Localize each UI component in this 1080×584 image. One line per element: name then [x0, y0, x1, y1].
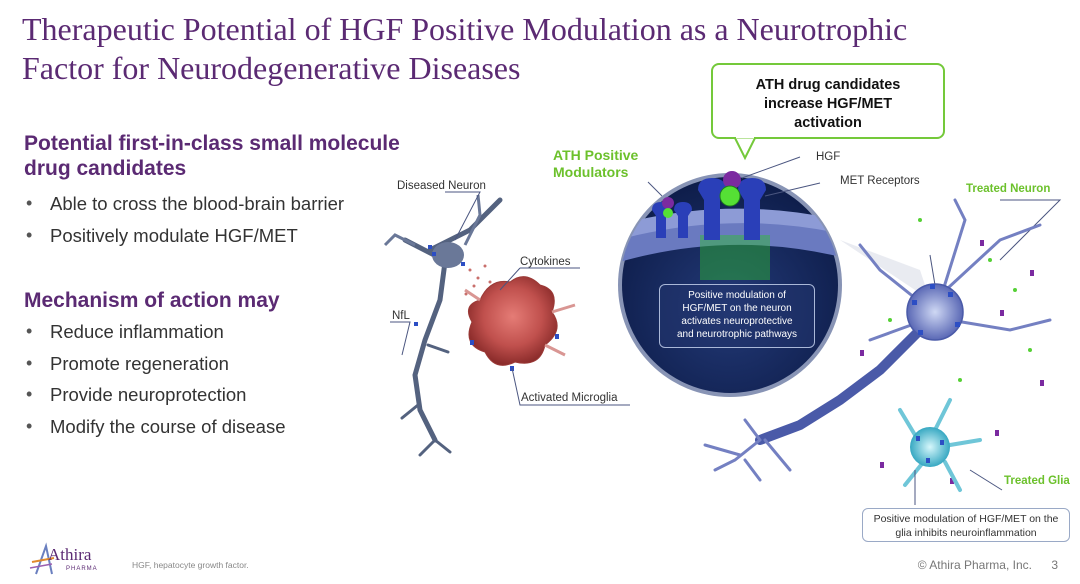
athira-logo-icon	[29, 542, 55, 575]
leader-lines-left	[390, 191, 630, 406]
slide-title-line2: Factor for Neurodegenerative Diseases	[22, 50, 521, 86]
bullet-item: Promote regeneration	[24, 348, 286, 380]
met-receptors-graphic	[652, 171, 766, 240]
section2-bullet-list: Reduce inflammation Promote regeneration…	[24, 316, 286, 442]
inner-box-line4: and neurotrophic pathways	[676, 329, 798, 340]
inner-box-line1: Positive modulation of	[688, 290, 786, 301]
label-diseased-neuron: Diseased Neuron	[397, 180, 486, 192]
callout-line2: increase HGF/MET	[763, 96, 893, 112]
bullet-item: Reduce inflammation	[24, 316, 286, 348]
bullet-item: Positively modulate HGF/MET	[24, 220, 344, 252]
page-number: 3	[1051, 558, 1058, 572]
label-treated-glia: Treated Glia	[1004, 475, 1070, 487]
leader-lines-top	[647, 156, 1062, 491]
section1-bullet-list: Able to cross the blood-brain barrier Po…	[24, 188, 344, 251]
neuron-modulation-box: Positive modulation of HGF/MET on the ne…	[659, 284, 815, 348]
slide-title: Therapeutic Potential of HGF Positive Mo…	[22, 10, 1022, 88]
label-nfl: NfL	[392, 310, 410, 322]
logo-subtitle: PHARMA	[66, 566, 98, 572]
callout-line1: ATH drug candidates	[755, 77, 901, 93]
treated-glia-graphic	[898, 398, 982, 492]
logo-name: Athira	[48, 545, 92, 564]
bullet-item: Able to cross the blood-brain barrier	[24, 188, 344, 220]
section2-heading: Mechanism of action may	[24, 289, 280, 312]
bullet-item: Provide neuroprotection	[24, 379, 286, 411]
glia-modulation-box: Positive modulation of HGF/MET on the gl…	[862, 508, 1070, 542]
callout-ath-drug-candidates: ATH drug candidates increase HGF/MET act…	[711, 63, 945, 139]
copyright: © Athira Pharma, Inc.	[917, 558, 1032, 572]
label-activated-microglia: Activated Microglia	[521, 392, 618, 404]
callout-line3: activation	[794, 115, 862, 131]
diseased-neuron-graphic	[383, 194, 503, 457]
treated-neuron-graphic	[703, 198, 1052, 484]
section1-heading-line2: drug candidates	[24, 157, 187, 180]
section1-heading: Potential first-in-class small molecule …	[24, 131, 400, 181]
bullet-item: Modify the course of disease	[24, 411, 286, 443]
label-treated-neuron: Treated Neuron	[966, 183, 1051, 195]
glia-box-line2: glia inhibits neuroinflammation	[895, 527, 1037, 539]
inner-box-line2: HGF/MET on the neuron	[682, 303, 792, 314]
activated-microglia-graphic	[464, 276, 576, 371]
label-ath-positive-modulators: ATH Positive Modulators	[553, 147, 638, 181]
slide-title-line1: Therapeutic Potential of HGF Positive Mo…	[22, 11, 908, 47]
label-ath-modulators-line2: Modulators	[553, 164, 629, 180]
label-cytokines: Cytokines	[520, 256, 571, 268]
label-hgf: HGF	[816, 151, 841, 163]
footnote: HGF, hepatocyte growth factor.	[132, 560, 249, 570]
section1-heading-line1: Potential first-in-class small molecule	[24, 132, 400, 155]
label-met-receptors: MET Receptors	[840, 175, 920, 187]
zoom-connector	[840, 240, 930, 300]
inner-box-line3: activates neuroprotective	[681, 316, 793, 327]
label-ath-modulators-line1: ATH Positive	[553, 147, 639, 163]
glia-box-line1: Positive modulation of HGF/MET on the	[873, 513, 1059, 525]
